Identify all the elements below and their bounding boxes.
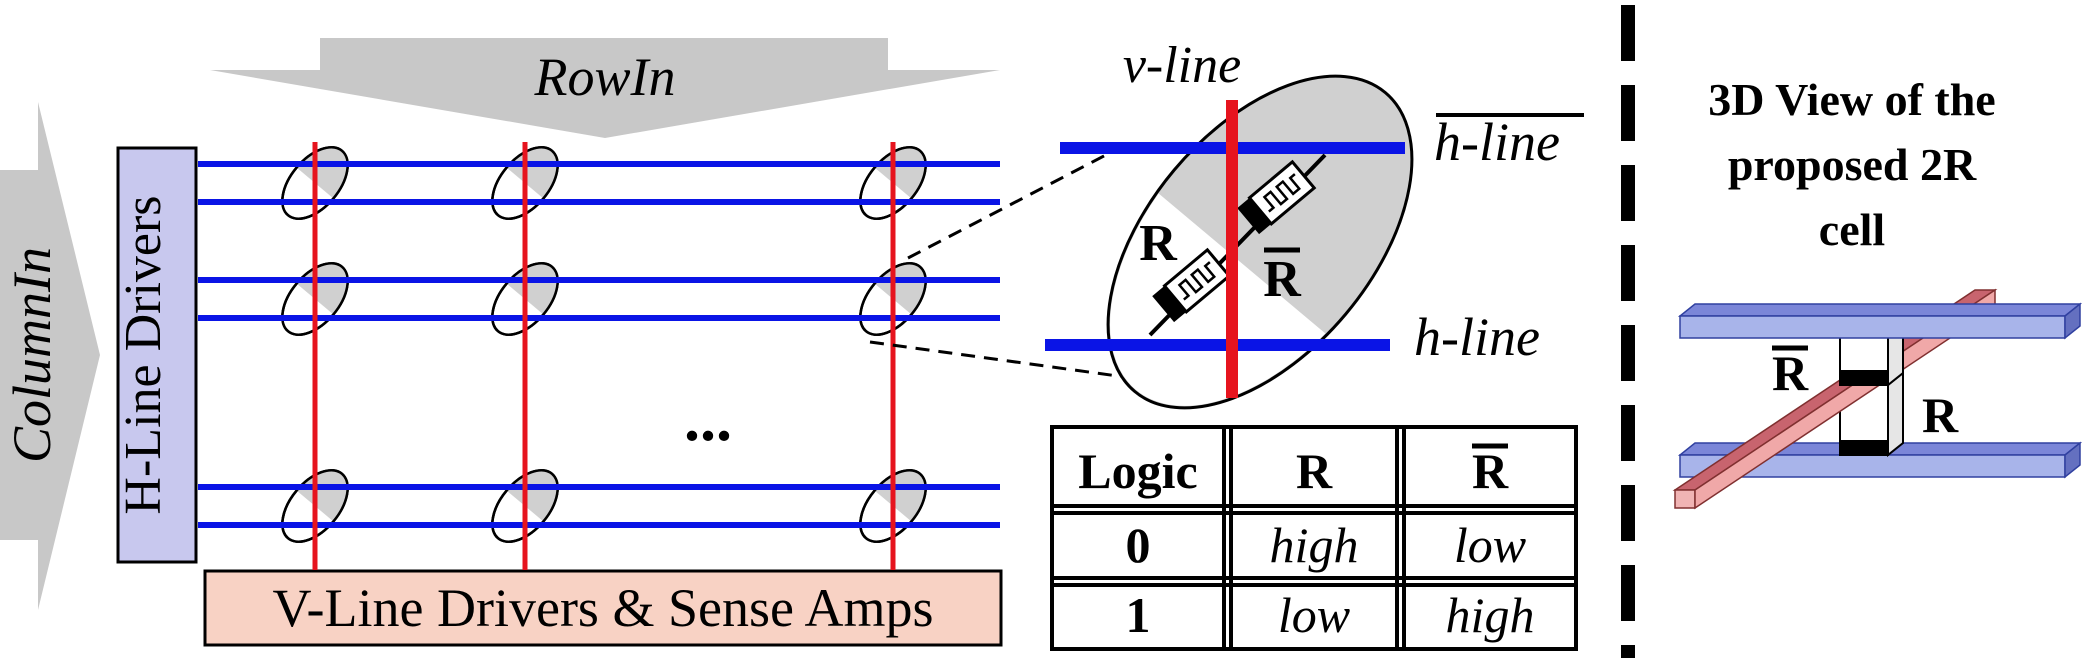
table-row-0-logic: 0 (1126, 517, 1151, 573)
table-row-0-r-bar: low (1454, 517, 1526, 573)
h-line-drivers-label: H-Line Drivers (115, 195, 172, 514)
v-line-drivers-label: V-Line Drivers & Sense Amps (273, 578, 934, 638)
view3d-title-line-2: proposed 2R (1728, 139, 1977, 190)
table-header-r-bar: R (1472, 443, 1509, 499)
view-3d: 3D View of the proposed 2R cell R R (1672, 74, 2083, 510)
h-line-drivers-box (116, 146, 198, 564)
view3d-title-line-3: cell (1819, 204, 1885, 255)
top-h-line-3d-top (1677, 303, 2083, 317)
resistor-r-bar-icon (1237, 159, 1317, 235)
table-header-logic: Logic (1078, 443, 1197, 499)
zoom-r-label: R (1139, 215, 1178, 272)
crossbar-array: RowIn ColumnIn H-Line Drivers V-Line Dri… (0, 38, 1126, 647)
view3d-r-label: R (1922, 387, 1959, 443)
v-line-drivers-box (203, 569, 1003, 647)
row-in-label: RowIn (534, 47, 676, 107)
crossbar-ellipsis: ... (684, 383, 732, 454)
column-in-label: ColumnIn (2, 247, 62, 463)
column-in-arrow (0, 102, 100, 610)
v-lines (312, 142, 896, 570)
h-line-bar-label: h-line (1434, 112, 1560, 172)
v-line-3d-front (1674, 489, 1696, 509)
view3d-title-line-1: 3D View of the (1708, 74, 1995, 125)
bottom-h-line-3d-side (2064, 441, 2081, 479)
zoom-r-bar-label: R (1263, 251, 1302, 308)
pillar-r-bar-upper-band (1840, 370, 1888, 385)
table-header-r: R (1296, 443, 1333, 499)
v-line-label: v-line (1123, 37, 1241, 94)
h-line-label: h-line (1414, 307, 1540, 367)
table-row-0-r: high (1270, 517, 1359, 573)
zoom-line-top (907, 143, 1126, 260)
truth-table-border (1050, 425, 1578, 651)
top-h-line-3d-side (2064, 302, 2081, 340)
resistor-r-icon (1152, 247, 1232, 323)
h-lines (198, 161, 1000, 528)
pillar-r-lower-side (1887, 370, 1904, 458)
table-row-1-r: low (1278, 587, 1350, 643)
crossbar-cells (281, 146, 927, 543)
cell-zoom: R R v-line h-line h-line (1045, 37, 1584, 410)
pillar-r-lower-band (1840, 440, 1888, 455)
table-row-1-r-bar: high (1446, 587, 1535, 643)
row-in-arrow (210, 38, 1000, 138)
zoom-line-bottom (869, 340, 1126, 379)
truth-table: Logic R R 0 high low 1 low high (1050, 425, 1578, 651)
view3d-r-bar-label: R (1772, 345, 1809, 401)
zoom-cell-ellipse (1106, 74, 1414, 410)
top-h-line-3d-front (1679, 315, 2066, 339)
table-row-1-logic: 1 (1126, 587, 1151, 643)
